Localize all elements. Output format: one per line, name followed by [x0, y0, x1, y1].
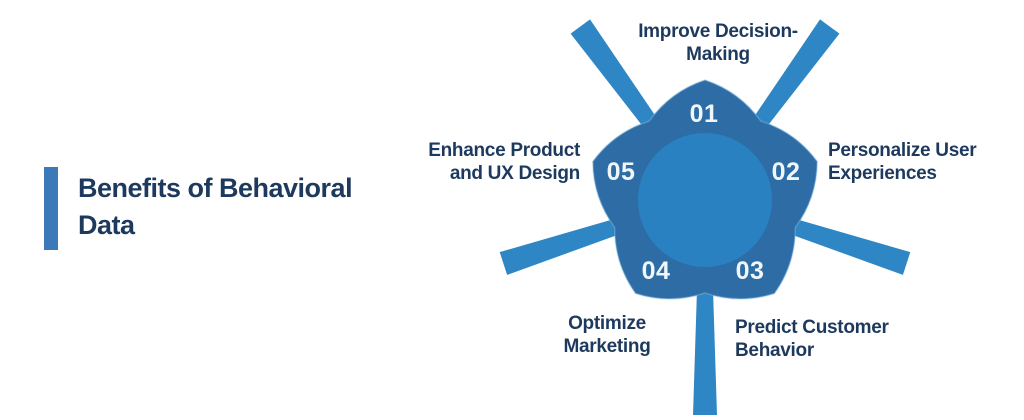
step-number-05: 05 [607, 158, 636, 186]
step-number-01: 01 [690, 100, 719, 128]
wheel-label-predict-customer-behavior: Predict Customer Behavior [735, 316, 889, 362]
ray-top-left [570, 19, 676, 154]
wheel-label-line: Making [686, 44, 750, 65]
title-line-2: Data [78, 210, 135, 240]
wheel-label-line: Behavior [735, 340, 814, 361]
ray-right [759, 209, 911, 275]
title-accent-bar [44, 167, 58, 250]
wheel-label-improve-decision-making: Improve Decision- Making [588, 20, 848, 66]
wheel-label-line: Enhance Product [428, 140, 580, 161]
wheel-label-optimize-marketing: Optimize Marketing [507, 312, 707, 358]
wheel-label-enhance-product-ux-design: Enhance Product and UX Design [428, 139, 580, 185]
ray-group [499, 19, 911, 415]
step-number-02: 02 [772, 158, 801, 186]
wheel-label-line: Improve Decision- [638, 21, 798, 42]
wheel-label-personalize-user-experiences: Personalize User Experiences [828, 139, 977, 185]
wheel-label-line: Experiences [828, 163, 937, 184]
page-title: Benefits of Behavioral Data [78, 170, 353, 244]
wheel-label-line: and UX Design [449, 163, 580, 184]
ray-left [499, 209, 651, 275]
wheel-label-line: Marketing [563, 336, 651, 357]
wheel-label-line: Optimize [568, 313, 646, 334]
step-number-03: 03 [736, 257, 765, 285]
wheel-label-line: Predict Customer [735, 317, 889, 338]
title-line-1: Benefits of Behavioral [78, 173, 353, 203]
ray-top-right [734, 19, 840, 154]
center-circle [638, 133, 772, 267]
ray-bottom [693, 258, 717, 415]
step-number-04: 04 [642, 257, 671, 285]
wheel-label-line: Personalize User [828, 140, 977, 161]
